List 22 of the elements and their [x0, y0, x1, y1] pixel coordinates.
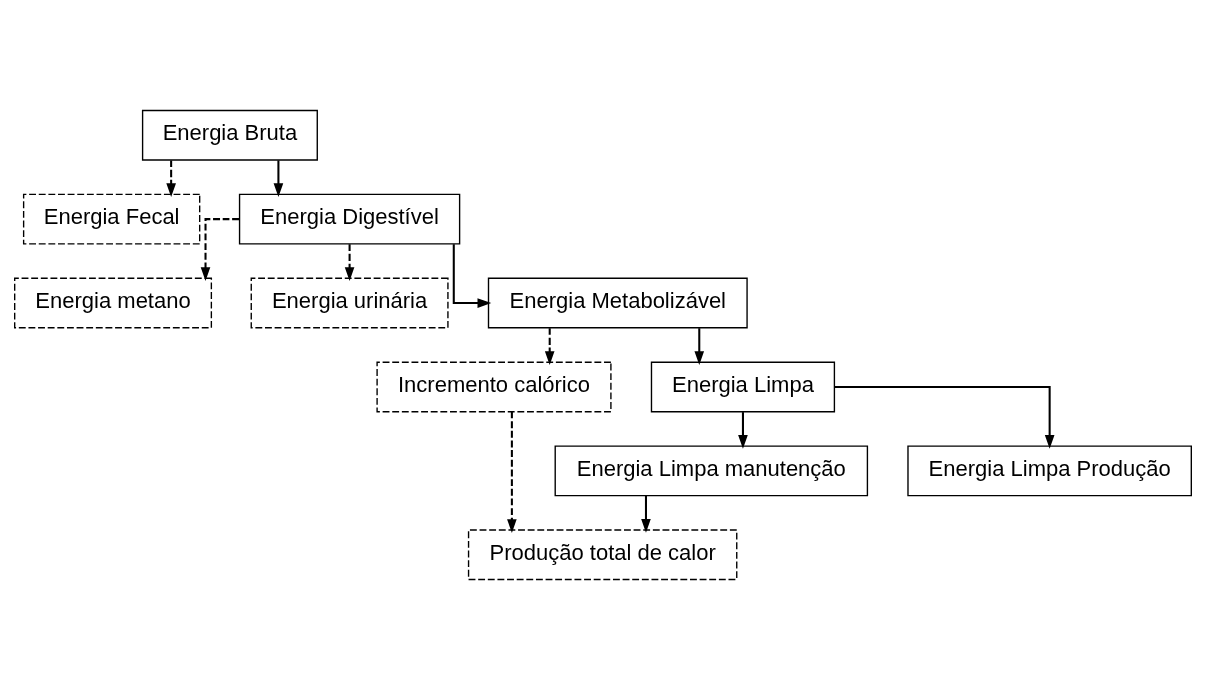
arrow	[738, 411, 748, 449]
node-box: Produção total de calor	[467, 528, 738, 580]
node-box: Energia Limpa	[650, 361, 836, 412]
node-box: Incremento calórico	[376, 361, 612, 412]
node-box: Energia urinária	[250, 277, 449, 328]
arrow	[452, 243, 492, 308]
arrow	[544, 327, 555, 365]
node-box: Energia metano	[14, 277, 213, 328]
node-box: Energia Metabolizável	[487, 277, 748, 328]
node-box: Energia Bruta	[141, 109, 318, 161]
arrow	[694, 327, 705, 365]
arrow	[344, 243, 355, 281]
arrow	[834, 385, 1055, 449]
node-box: Energia Limpa manutenção	[554, 444, 869, 496]
arrow	[507, 411, 517, 533]
node-box: Energia Fecal	[22, 193, 201, 245]
node-box: Energia Digestível	[238, 193, 461, 245]
arrow	[166, 159, 176, 197]
arrow	[641, 495, 651, 533]
arrow	[273, 159, 284, 197]
arrow	[200, 217, 240, 281]
node-box: Energia Limpa Produção	[907, 444, 1192, 496]
